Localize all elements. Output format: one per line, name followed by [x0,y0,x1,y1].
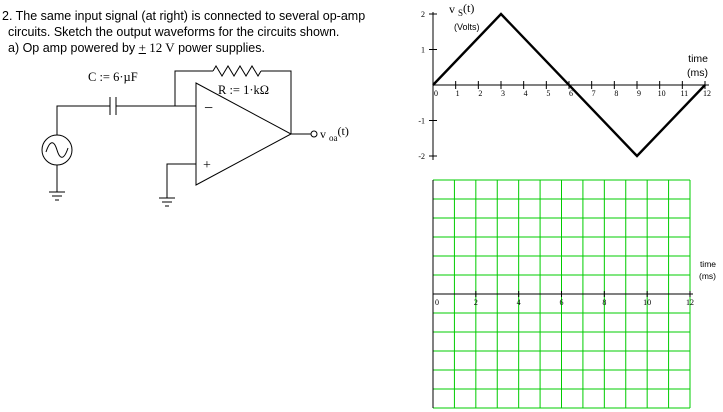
resistor-label: R := 1·kΩ [218,83,269,97]
feedback-resistor [212,65,262,77]
vs-waveform-line [432,12,706,158]
inverting-sign: − [204,100,213,117]
x-tick-label: 11 [680,89,688,98]
y-tick-label: 1 [421,46,425,55]
output-sub: oa [329,133,338,143]
output-voltage-label: v oa(t) [320,124,349,143]
problem-line-1: 2. The same input signal (at right) is c… [2,9,366,23]
output-terminal [310,130,318,138]
y-label-sub: S [458,8,463,18]
op-amp-triangle [195,82,293,186]
x-tick-label: 10 [658,89,666,98]
x-tick-label: 0 [434,89,438,98]
out-x-label-unit: (ms) [699,271,716,281]
out-x-tick-label: 6 [560,298,564,307]
noninverting-wire [166,163,196,198]
out-x-label-time: time [700,259,716,269]
x-tick-label: 8 [614,89,618,98]
output-sketch-grid[interactable]: 0 2 4 6 8 10 12 time (ms) [405,170,723,412]
output-arg: (t) [338,124,349,138]
out-x-tick-label: 2 [474,298,478,307]
x-tick-label: 4 [524,89,528,98]
op-amp-circuit: − + C := 6·µF R := 1·kΩ v oa(t) [41,65,349,207]
y-tick-label: -1 [418,117,425,126]
x-tick-label: 1 [456,89,460,98]
y-tick-label: 2 [421,10,425,19]
y-unit-label: (Volts) [454,22,480,32]
x-tick-label: 3 [501,89,505,98]
out-x-tick-label: 4 [517,298,521,307]
out-x-tick-label: 8 [602,298,606,307]
chart-y-label: v S(t) [449,1,474,18]
out-x-tick-label: 0 [435,298,439,307]
problem-line-2: circuits. Sketch the output waveforms fo… [8,25,340,39]
output-v: v [320,127,326,141]
x-tick-label: 5 [546,89,550,98]
out-x-tick-label: 12 [686,298,694,307]
problem-line-3-suffix: power supplies. [174,41,265,55]
plus-minus-sign: + [138,40,146,55]
x-tick-label: 2 [478,89,482,98]
supply-voltage: 12 V [145,40,175,55]
x-tick-label: 12 [703,89,711,98]
x-tick-label: 9 [637,89,641,98]
out-x-tick-label: 10 [643,298,651,307]
y-label-arg: (t) [463,1,474,15]
problem-line-3: a) Op amp powered by + 12 V power suppli… [2,40,365,56]
x-tick-label: 6 [569,89,573,98]
x-label-time: time [688,53,708,65]
feedback-wire-right [261,70,292,134]
noninverting-sign: + [203,158,211,173]
ac-sine-icon [45,142,69,158]
input-wire [56,105,110,135]
y-tick-label: -2 [418,152,425,161]
x-tick-label: 7 [592,89,596,98]
y-label-v: v [449,2,455,16]
source-ground-icon [49,191,65,201]
capacitor-label: C := 6·µF [88,70,138,84]
feedback-wire-left [174,70,213,106]
capacitor-symbol [109,97,117,115]
x-label-unit: (ms) [687,67,708,79]
problem-line-3-prefix: a) Op amp powered by [8,41,139,55]
problem-statement: 2. The same input signal (at right) is c… [2,8,365,56]
op-amp-ground-icon [159,197,175,207]
